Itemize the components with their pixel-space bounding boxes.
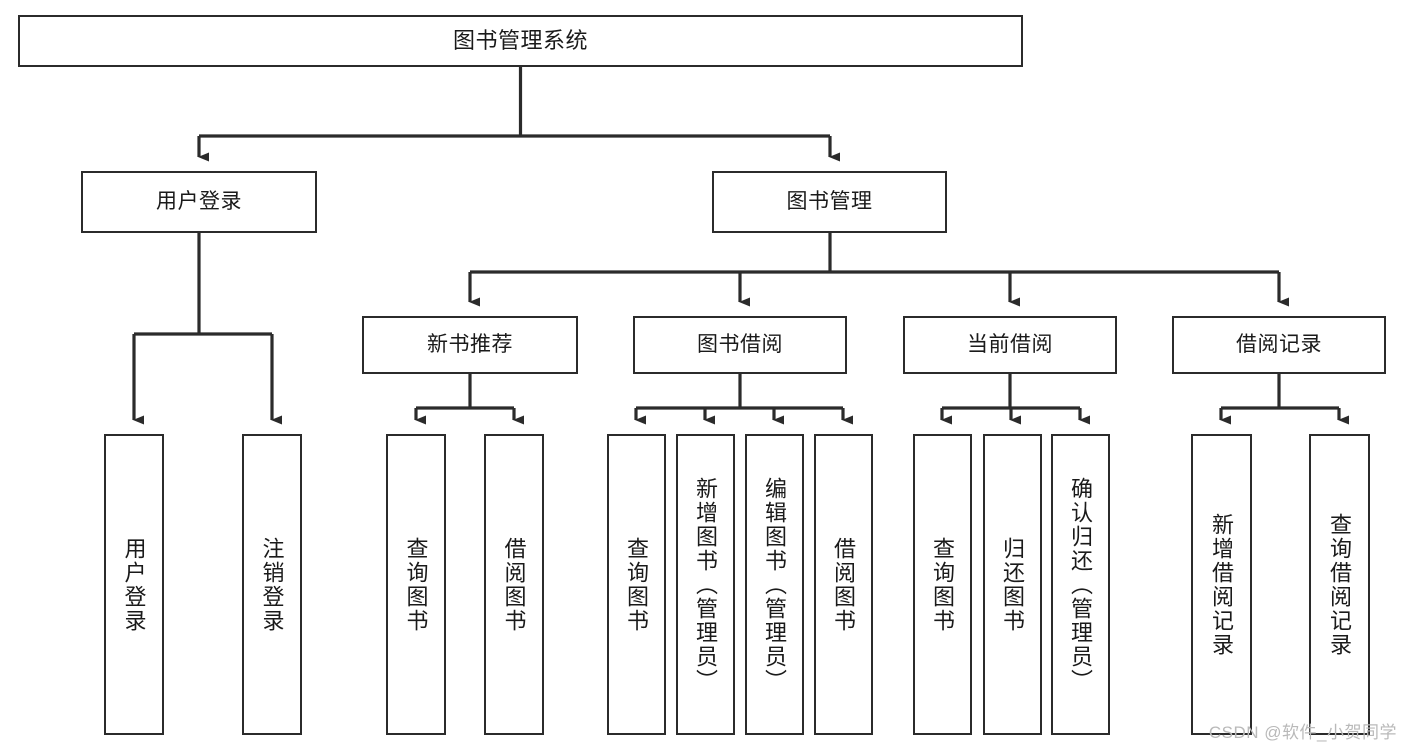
node-leaf-query-book-borrow[interactable]: 查询图书 bbox=[607, 434, 666, 735]
node-leaf-return-book-label: 归还图书 bbox=[1000, 536, 1026, 633]
node-user-login-label: 用户登录 bbox=[156, 189, 242, 213]
node-leaf-borrow-book[interactable]: 借阅图书 bbox=[814, 434, 873, 735]
node-leaf-add-borrow-record[interactable]: 新增借阅记录 bbox=[1191, 434, 1252, 735]
node-leaf-edit-book-admin[interactable]: 编辑图书（管理员） bbox=[745, 434, 804, 735]
node-current-borrow[interactable]: 当前借阅 bbox=[903, 316, 1117, 374]
node-leaf-borrow-book-rec[interactable]: 借阅图书 bbox=[484, 434, 544, 735]
node-borrow-record-label: 借阅记录 bbox=[1236, 332, 1322, 356]
node-root-label: 图书管理系统 bbox=[452, 28, 588, 54]
node-new-book-recommend-label: 新书推荐 bbox=[427, 332, 513, 356]
node-leaf-query-borrow-record[interactable]: 查询借阅记录 bbox=[1309, 434, 1370, 735]
node-book-manage-label: 图书管理 bbox=[786, 189, 873, 213]
node-new-book-recommend[interactable]: 新书推荐 bbox=[362, 316, 578, 374]
node-leaf-user-logout[interactable]: 注销登录 bbox=[242, 434, 302, 735]
node-leaf-confirm-return-admin-label: 确认归还（管理员） bbox=[1068, 476, 1094, 693]
node-book-borrow[interactable]: 图书借阅 bbox=[633, 316, 847, 374]
node-leaf-query-book-rec-label: 查询图书 bbox=[403, 536, 429, 633]
node-leaf-add-book-admin[interactable]: 新增图书（管理员） bbox=[676, 434, 735, 735]
node-leaf-query-book-current-label: 查询图书 bbox=[930, 536, 956, 633]
node-leaf-add-borrow-record-label: 新增借阅记录 bbox=[1209, 512, 1235, 657]
node-leaf-query-book-current[interactable]: 查询图书 bbox=[913, 434, 972, 735]
node-leaf-edit-book-admin-label: 编辑图书（管理员） bbox=[762, 476, 788, 693]
node-leaf-confirm-return-admin[interactable]: 确认归还（管理员） bbox=[1051, 434, 1110, 735]
node-leaf-borrow-book-rec-label: 借阅图书 bbox=[501, 536, 527, 633]
csdn-watermark: CSDN @软件_小贺同学 bbox=[1208, 723, 1397, 742]
node-leaf-add-book-admin-label: 新增图书（管理员） bbox=[693, 476, 719, 693]
node-book-borrow-label: 图书借阅 bbox=[697, 332, 783, 356]
node-user-login[interactable]: 用户登录 bbox=[81, 171, 317, 233]
node-leaf-user-login-label: 用户登录 bbox=[121, 536, 147, 633]
node-root[interactable]: 图书管理系统 bbox=[18, 15, 1023, 67]
node-leaf-return-book[interactable]: 归还图书 bbox=[983, 434, 1042, 735]
node-book-manage[interactable]: 图书管理 bbox=[712, 171, 947, 233]
node-leaf-borrow-book-label: 借阅图书 bbox=[831, 536, 857, 633]
node-leaf-user-login[interactable]: 用户登录 bbox=[104, 434, 164, 735]
node-leaf-user-logout-label: 注销登录 bbox=[259, 536, 285, 633]
node-borrow-record[interactable]: 借阅记录 bbox=[1172, 316, 1386, 374]
node-leaf-query-book-borrow-label: 查询图书 bbox=[624, 536, 650, 633]
node-current-borrow-label: 当前借阅 bbox=[967, 332, 1053, 356]
node-leaf-query-book-rec[interactable]: 查询图书 bbox=[386, 434, 446, 735]
node-leaf-query-borrow-record-label: 查询借阅记录 bbox=[1327, 512, 1353, 657]
